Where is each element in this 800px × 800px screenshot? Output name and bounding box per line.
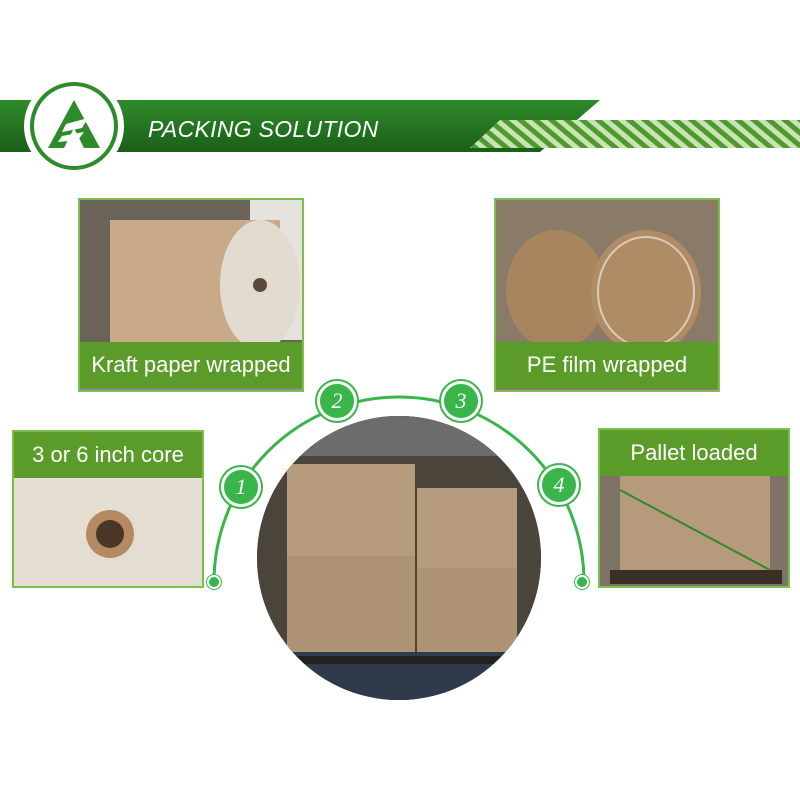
banner-title: PACKING SOLUTION [148,116,379,142]
container-loading-photo [257,416,541,700]
core-caption: 3 or 6 inch core [14,432,202,478]
arc-start-dot [207,575,221,589]
arc-end-dot [575,575,589,589]
pallet-caption: Pallet loaded [600,430,788,476]
pallet-photo: Pallet loaded [598,428,790,588]
step-number-2: 2 [317,381,357,421]
core-photo: 3 or 6 inch core [12,430,204,588]
header-banner: PACKING SOLUTION [0,0,800,200]
step-number-3: 3 [441,381,481,421]
green-leaf-logo-icon [48,100,100,148]
container-rolls-illustration [257,416,541,700]
step-number-1: 1 [221,467,261,507]
step-number-4: 4 [539,465,579,505]
kraft-caption: Kraft paper wrapped [80,342,302,388]
pe-caption: PE film wrapped [496,342,718,388]
kraft-paper-photo: Kraft paper wrapped [78,198,304,392]
pe-film-photo: PE film wrapped [494,198,720,392]
